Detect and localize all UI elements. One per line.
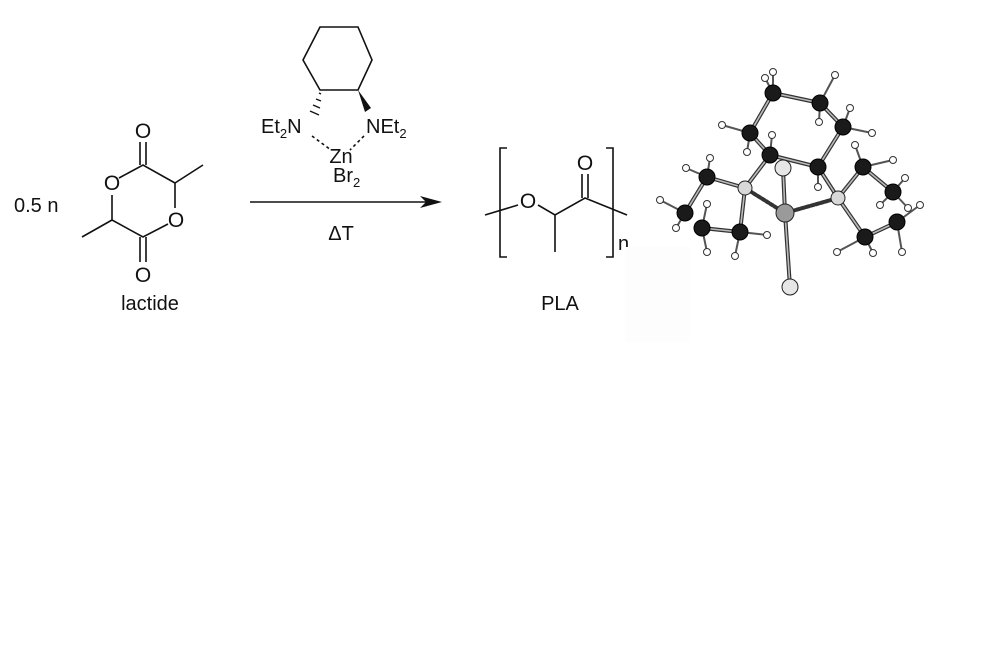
hydrogen-atom [901,174,909,182]
oxygen-label: O [168,209,184,232]
hydrogen-atom [706,154,714,162]
heat-condition-label: ΔT [328,223,354,245]
lactide-structure: O O O O [81,120,204,287]
carbon-atom [888,213,906,231]
stoichiometry-label: 0.5 n [14,195,58,217]
hydrogen-atom [743,148,751,156]
faint-background-patch [625,247,690,342]
hydrogen-atom [682,164,690,172]
pla-structure: O O n [484,147,629,258]
hydrogen-atom [769,68,777,76]
oxygen-label: O [104,172,120,195]
hydrogen-atom [768,131,776,139]
carbon-atom [854,158,872,176]
carbon-atom [676,204,694,222]
hydrogen-atom [763,231,771,239]
zinc-catalyst-structure: Et2N NEt2 Zn Br2 [261,26,407,190]
hydrogen-atom [831,71,839,79]
hydrogen-atom [833,248,841,256]
hydrogen-atom [815,118,823,126]
pla-label: PLA [541,293,579,315]
hydrogen-atom [916,201,924,209]
hydrogen-atom [851,141,859,149]
carbon-atom [698,168,716,186]
hydrogen-atom [703,248,711,256]
hydrogen-atom [846,104,854,112]
hydrogen-atom [876,201,884,209]
carbon-atom [809,158,827,176]
carbon-atom [764,84,782,102]
hydrogen-atom [731,252,739,260]
hydrogen-atom [889,156,897,164]
carbon-atom [761,146,779,164]
hydrogen-atom [868,129,876,137]
bond-highlight [784,212,791,288]
hydrogen-atom [761,74,769,82]
carbon-atom [811,94,829,112]
lactide-label: lactide [121,293,179,315]
carbon-atom [693,219,711,237]
hydrogen-atom [814,183,822,191]
hydrogen-atom [869,249,877,257]
oxygen-label: O [135,120,151,143]
nitrogen-atom [830,190,846,206]
carbon-atom [856,228,874,246]
bold-wedge [358,90,371,112]
hydrogen-atom [898,248,906,256]
nitrogen-atom [737,180,753,196]
bromine-atom [781,278,799,296]
crystal-structure [656,68,924,296]
hydrogen-atom [718,121,726,129]
zinc-atom [775,203,795,223]
hydrogen-atom [703,200,711,208]
oxygen-label: O [135,264,151,287]
carbon-atom [741,124,759,142]
hashed-wedge [309,92,322,116]
repeat-unit-n: n [618,233,629,255]
hydrogen-atom [656,196,664,204]
hydrogen-atom [672,224,680,232]
zinc-label: Zn [329,146,352,168]
reaction-arrow [250,196,442,208]
bromide-label: Br2 [333,165,360,190]
oxygen-label: O [520,190,536,213]
right-amine-label: NEt2 [366,116,407,141]
oxygen-label: O [577,152,593,175]
bromine-atom [774,159,792,177]
left-amine-label: Et2N [261,116,302,141]
carbon-atom [884,183,902,201]
carbon-atom [731,223,749,241]
hydrogen-atom [904,204,912,212]
carbon-atom [834,118,852,136]
